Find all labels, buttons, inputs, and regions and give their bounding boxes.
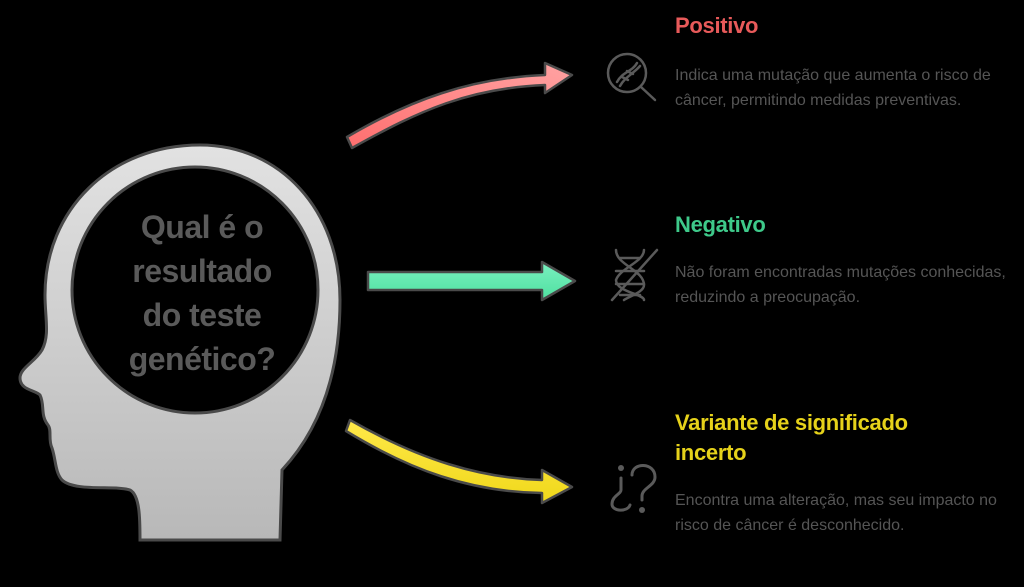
dna-crossed-icon — [610, 248, 659, 302]
question-line-4: genético? — [128, 341, 276, 377]
outcome-description: Não foram encontradas mutações conhecida… — [675, 264, 1006, 306]
outcome-description: Indica uma mutação que aumenta o risco d… — [675, 67, 991, 109]
arrow-positive — [345, 61, 574, 150]
central-question: Qual é o resultado do teste genético? — [92, 205, 312, 381]
question-line-1: Qual é o — [140, 209, 264, 245]
question-line-2: resultado — [132, 253, 272, 289]
outcome-title: Variante de significado incerto — [675, 410, 908, 465]
outcome-title: Positivo — [675, 13, 759, 38]
outcome-uncertain: Variante de significado incerto Encontra… — [675, 408, 1020, 538]
outcome-description: Encontra uma alteração, mas seu impacto … — [675, 492, 997, 534]
outcome-title: Negativo — [675, 212, 766, 237]
arrow-uncertain — [344, 418, 574, 505]
outcome-positive: Positivo Indica uma mutação que aumenta … — [675, 11, 1020, 113]
outcome-negative: Negativo Não foram encontradas mutações … — [675, 210, 1020, 310]
question-marks-icon — [610, 464, 657, 513]
head-icon — [18, 143, 342, 542]
dna-magnifier-icon — [606, 52, 657, 102]
arrow-negative — [366, 260, 577, 302]
question-line-3: do teste — [142, 297, 262, 333]
